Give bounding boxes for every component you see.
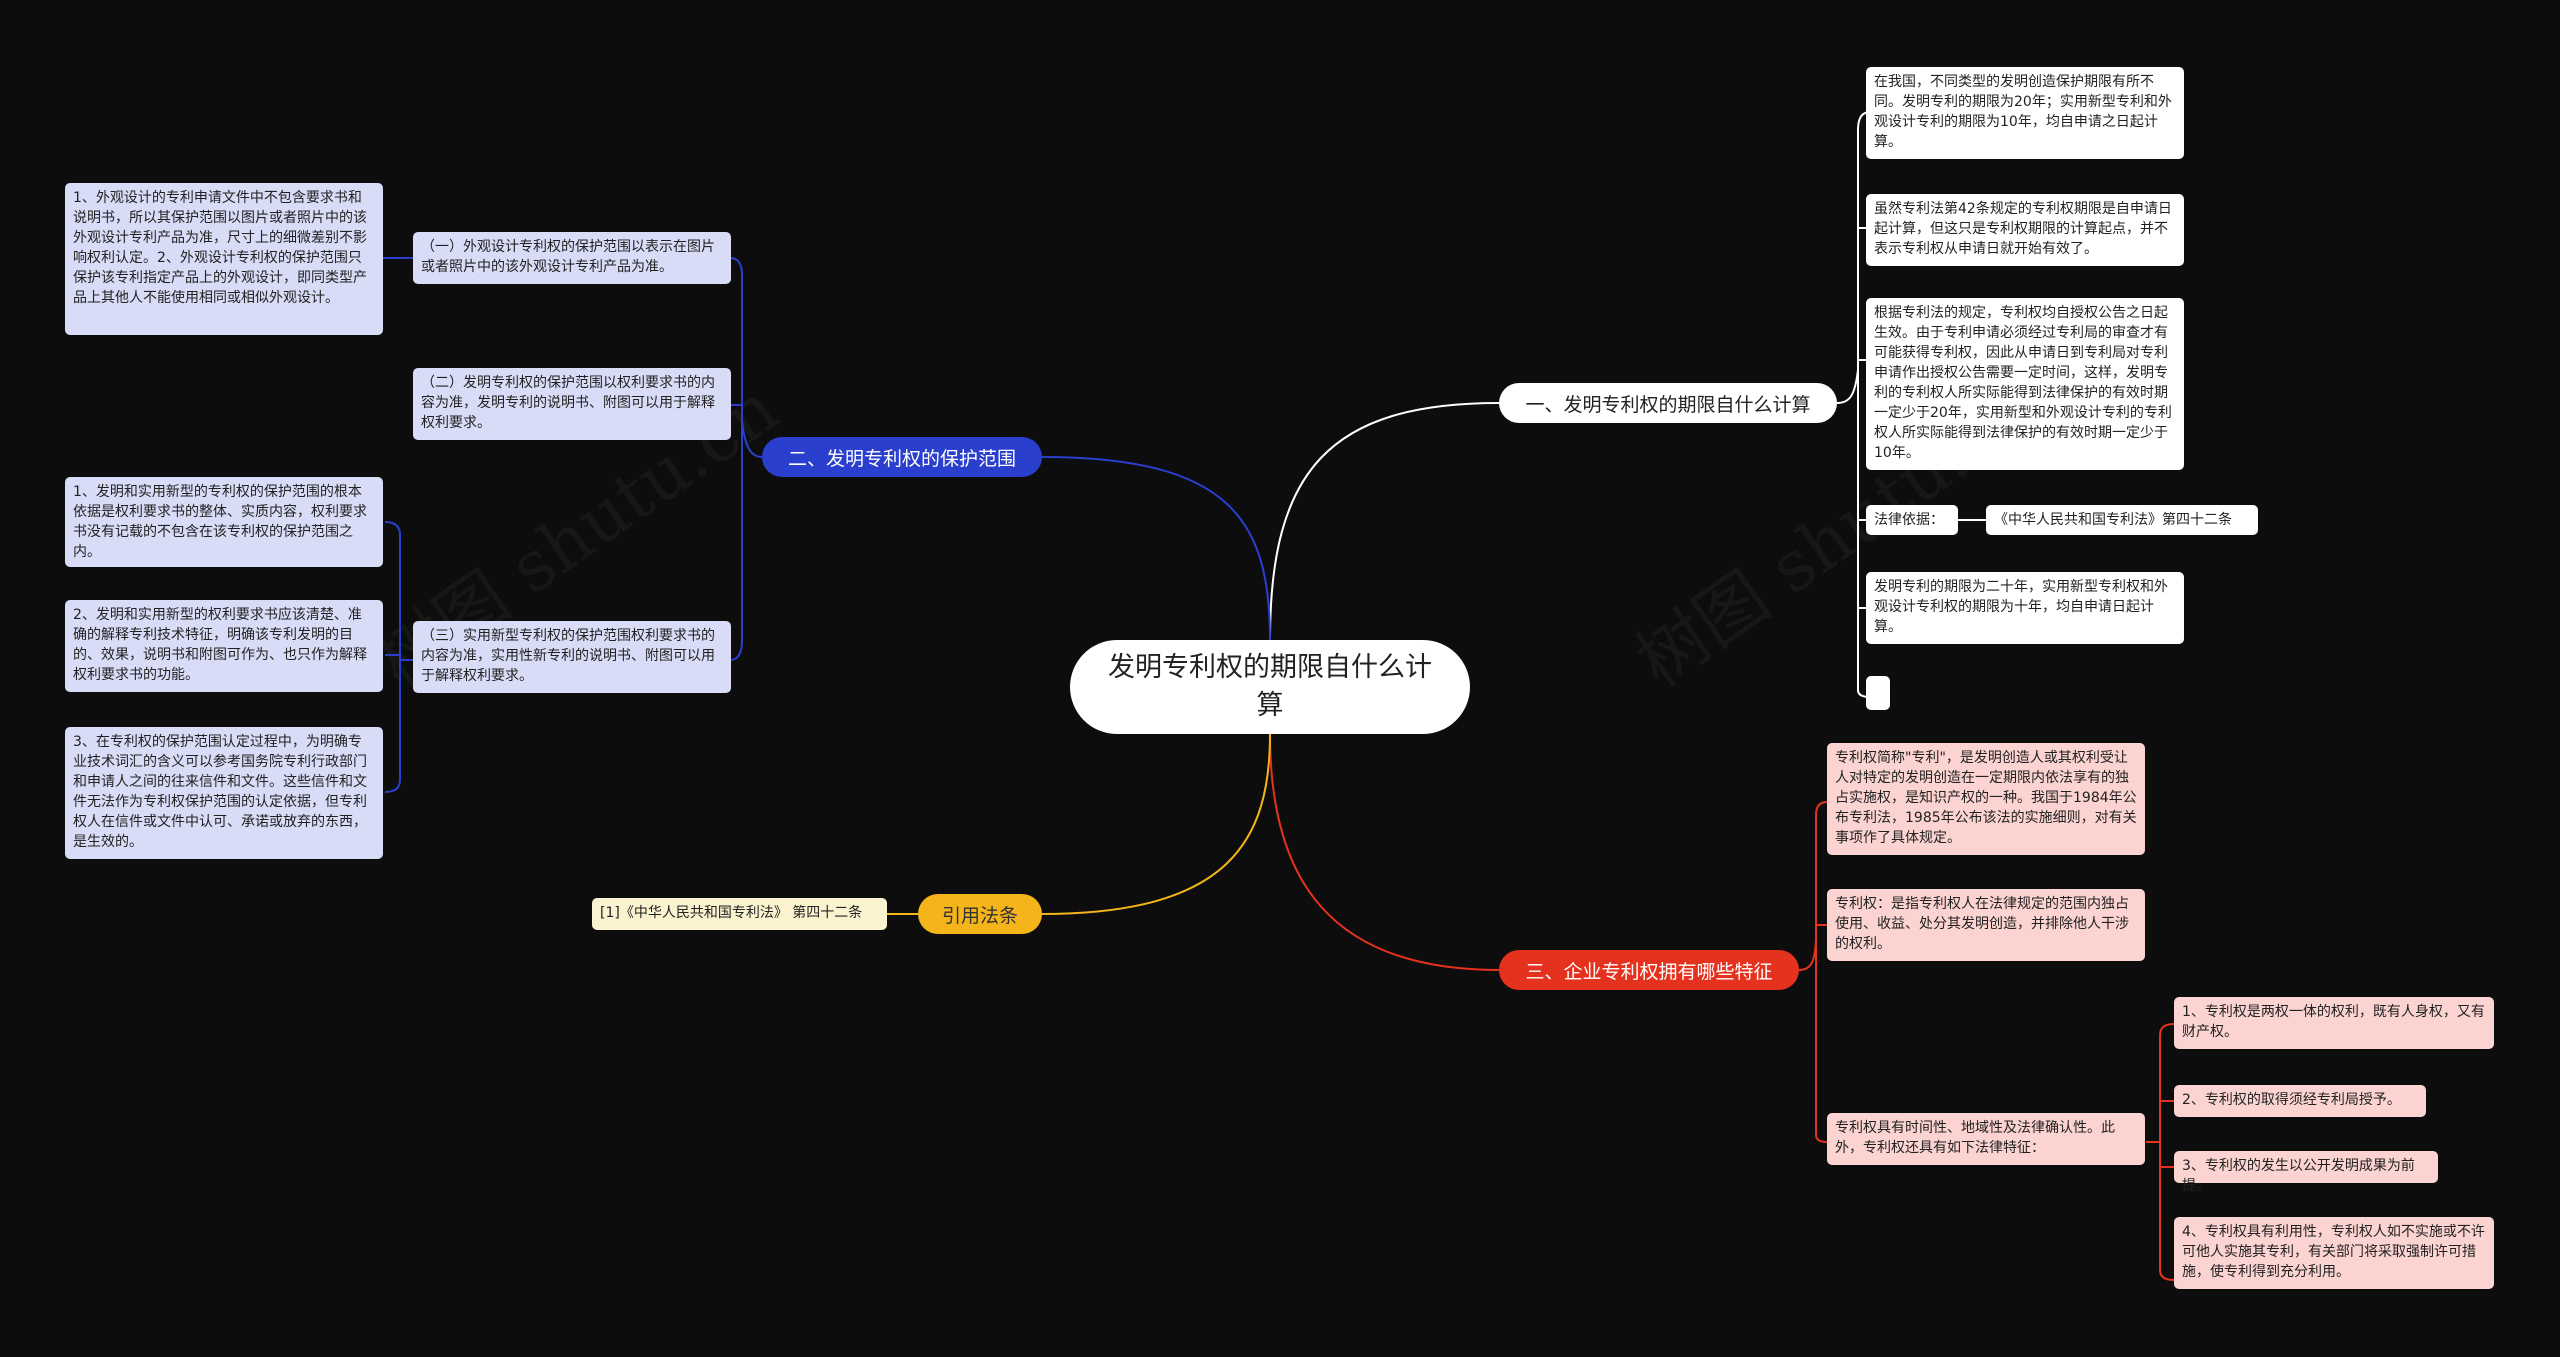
term-leaf-5[interactable]: 发明专利的期限为二十年，实用新型专利权和外观设计专利权的期限为十年，均自申请日起… (1866, 572, 2184, 644)
scope-design-detail[interactable]: 1、外观设计的专利申请文件中不包含要求书和说明书，所以其保护范围以图片或者照片中… (65, 183, 383, 335)
link-p3-bracket (2146, 1023, 2175, 1281)
scope-design-patent[interactable]: （一）外观设计专利权的保护范围以表示在图片或者照片中的该外观设计专利产品为准。 (413, 232, 731, 284)
root-topic[interactable]: 发明专利权的期限自什么计算 (1070, 640, 1470, 734)
branch-patent-features[interactable]: 三、企业专利权拥有哪些特征 (1499, 950, 1799, 990)
branch-cited-law[interactable]: 引用法条 (918, 894, 1042, 934)
link-b2 (1041, 456, 1271, 641)
link-m3-bracket (384, 521, 413, 793)
legal-basis-label[interactable]: 法律依据： (1866, 505, 1958, 535)
feature-definition[interactable]: 专利权简称"专利"，是发明创造人或其权利受让人对特定的发明创造在一定期限内依法享… (1827, 743, 2145, 855)
link-b2-bracket (729, 257, 763, 661)
branch-protection-scope[interactable]: 二、发明专利权的保护范围 (762, 437, 1042, 477)
term-leaf-2[interactable]: 虽然专利法第42条规定的专利权期限是自申请日起计算，但这只是专利权期限的计算起点… (1866, 194, 2184, 266)
link-b1 (1269, 402, 1500, 641)
branch-term-calculation[interactable]: 一、发明专利权的期限自什么计算 (1499, 383, 1837, 423)
scope-utility-detail-1[interactable]: 1、发明和实用新型的专利权的保护范围的根本依据是权利要求书的整体、实质内容，权利… (65, 477, 383, 567)
feature-detail-2[interactable]: 2、专利权的取得须经专利局授予。 (2174, 1085, 2426, 1117)
feature-detail-3[interactable]: 3、专利权的发生以公开发明成果为前提。 (2174, 1151, 2438, 1194)
link-b1-bracket (1836, 111, 1871, 698)
scope-utility-detail-2[interactable]: 2、发明和实用新型的权利要求书应该清楚、准确的解释专利技术特征，明确该专利发明的… (65, 600, 383, 692)
term-leaf-1[interactable]: 在我国，不同类型的发明创造保护期限有所不同。发明专利的期限为20年；实用新型专利… (1866, 67, 2184, 159)
cited-law-reference[interactable]: [1]《中华人民共和国专利法》 第四十二条 (592, 898, 887, 930)
feature-detail-4[interactable]: 4、专利权具有利用性，专利权人如不实施或不许可他人实施其专利，有关部门将采取强制… (2174, 1217, 2494, 1289)
scope-utility-detail-3[interactable]: 3、在专利权的保护范围认定过程中，为明确专业技术词汇的含义可以参考国务院专利行政… (65, 727, 383, 859)
legal-basis-detail[interactable]: 《中华人民共和国专利法》第四十二条 (1986, 505, 2258, 535)
scope-utility-patent[interactable]: （三）实用新型专利权的保护范围权利要求书的内容为准，实用性新专利的说明书、附图可… (413, 621, 731, 693)
feature-characteristics[interactable]: 专利权具有时间性、地域性及法律确认性。此外，专利权还具有如下法律特征： (1827, 1113, 2145, 1165)
scope-invention-patent[interactable]: （二）发明专利权的保护范围以权利要求书的内容为准，发明专利的说明书、附图可以用于… (413, 368, 731, 440)
link-b3-bracket (1798, 801, 1828, 1143)
link-b3 (1269, 733, 1500, 971)
term-leaf-empty[interactable] (1866, 676, 1890, 710)
term-leaf-3[interactable]: 根据专利法的规定，专利权均自授权公告之日起生效。由于专利申请必须经过专利局的审查… (1866, 298, 2184, 470)
feature-detail-1[interactable]: 1、专利权是两权一体的权利，既有人身权，又有财产权。 (2174, 997, 2494, 1049)
link-b4 (1041, 733, 1271, 915)
feature-patent-right[interactable]: 专利权：是指专利权人在法律规定的范围内独占使用、收益、处分其发明创造，并排除他人… (1827, 889, 2145, 961)
